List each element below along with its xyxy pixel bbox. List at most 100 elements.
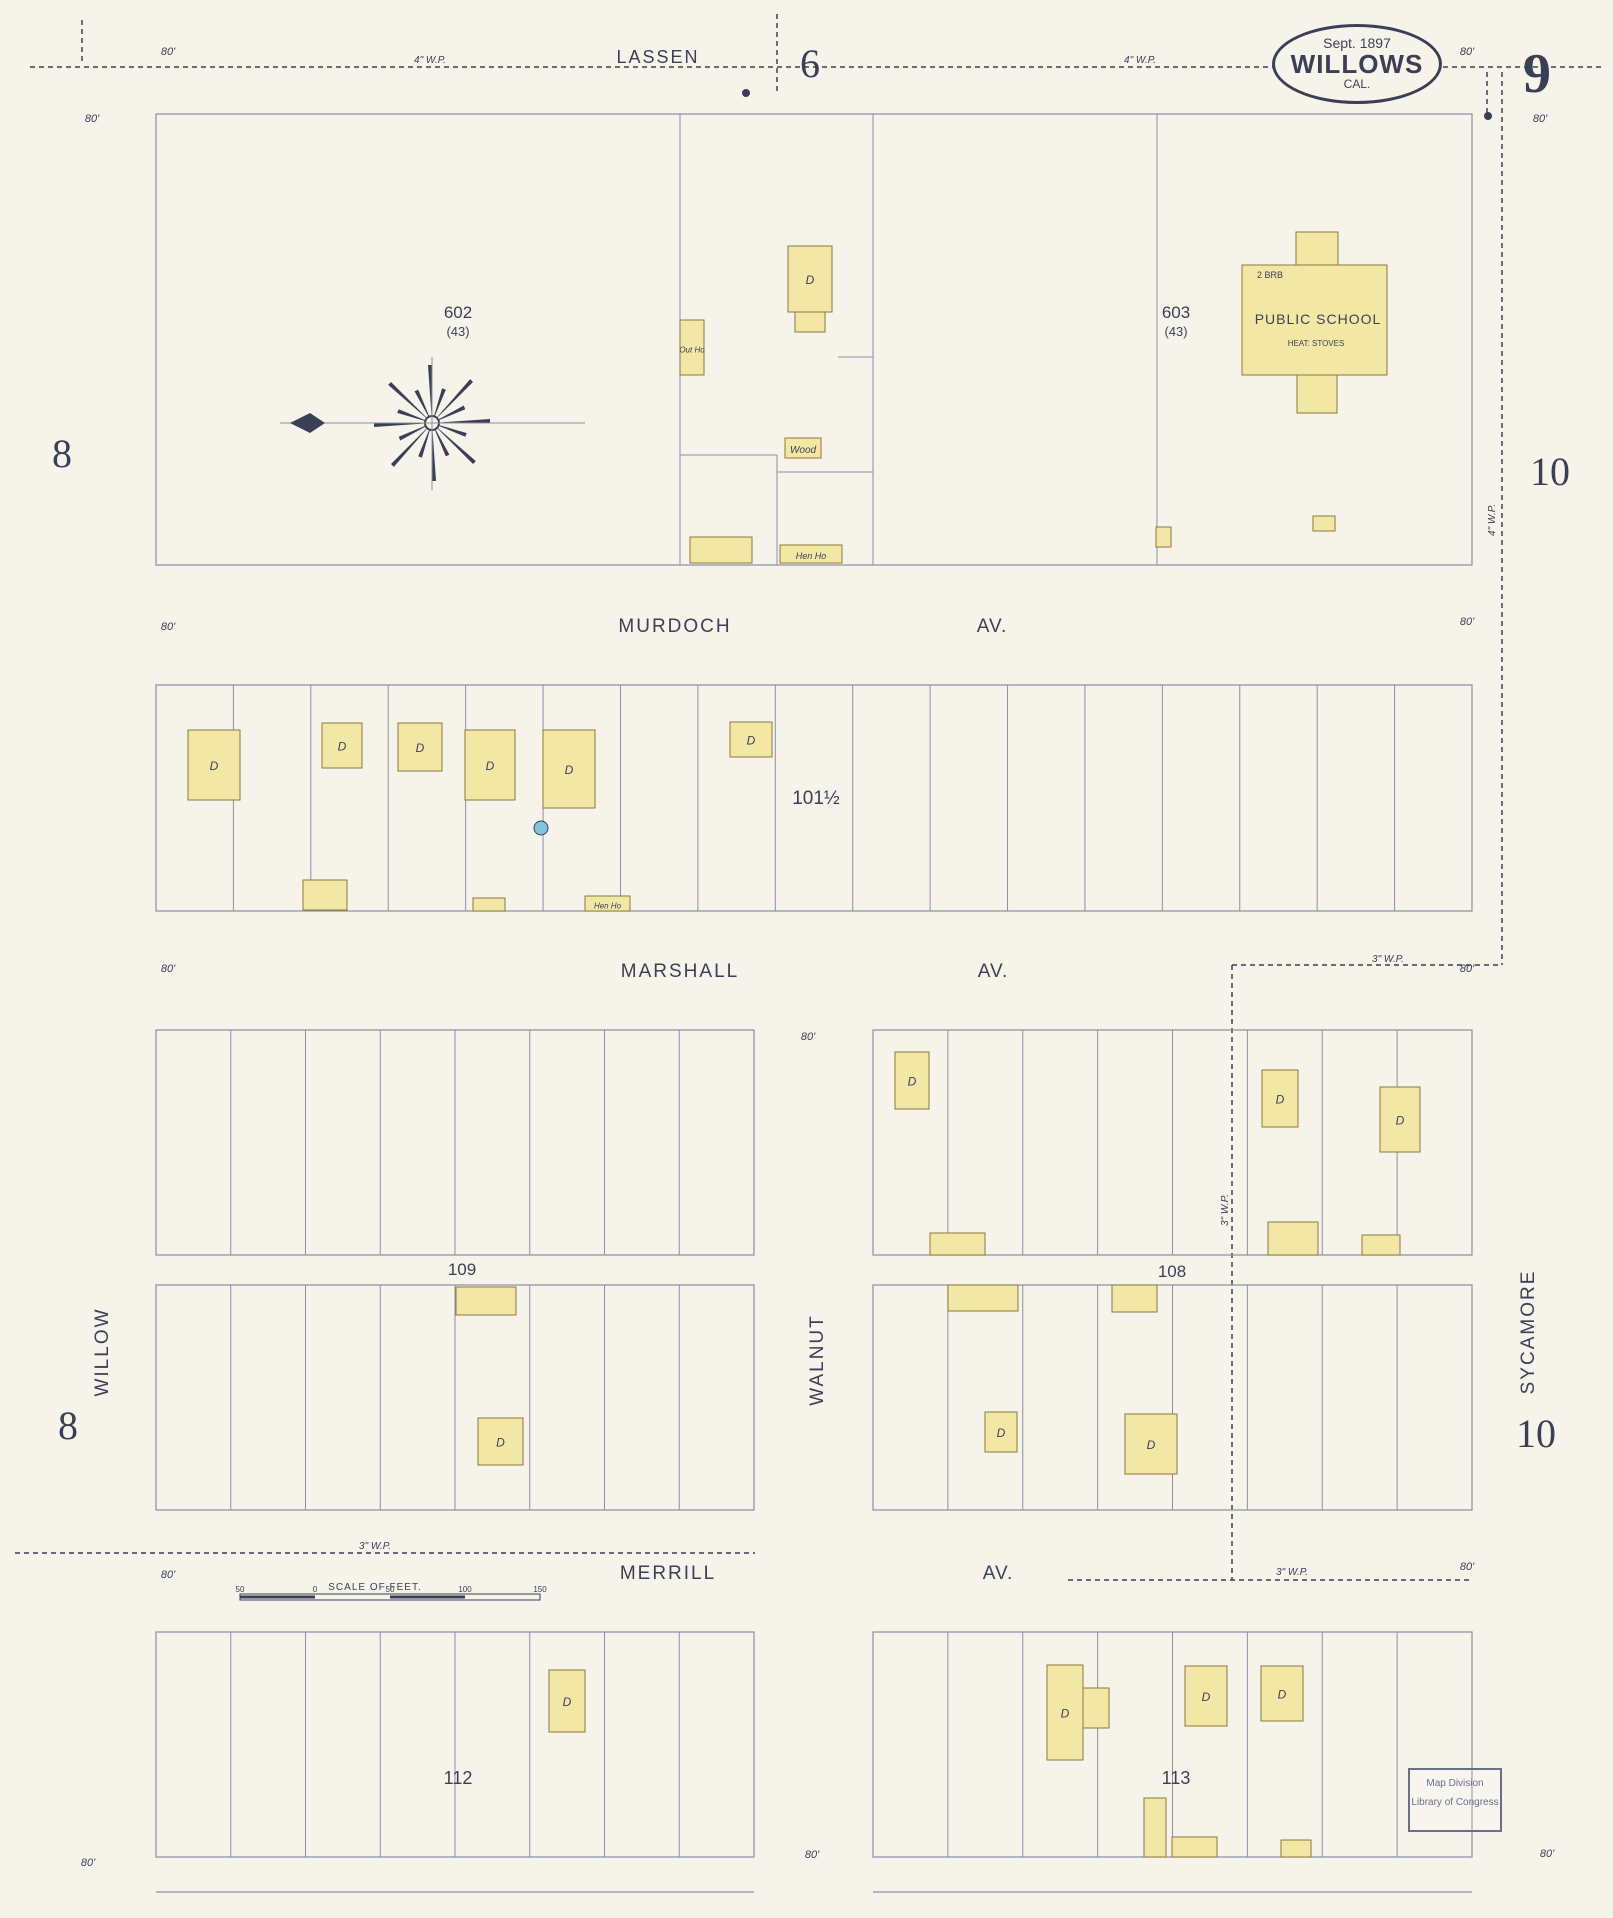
street-width-label: 80' bbox=[801, 1031, 816, 1043]
street-width-label: 80' bbox=[1460, 616, 1475, 628]
street-width-label: 80' bbox=[81, 1857, 96, 1869]
water-pipe-label: 4" W.P. bbox=[414, 55, 446, 66]
outbuilding bbox=[472, 897, 506, 912]
stable bbox=[929, 1232, 986, 1256]
compass-ray bbox=[418, 423, 432, 458]
public-school-heat: HEAT: STOVES bbox=[1288, 339, 1345, 348]
street-width-label: 80' bbox=[1460, 963, 1475, 975]
water-pipe-label: 3" W.P. bbox=[1220, 1194, 1231, 1226]
dwelling bbox=[477, 1417, 524, 1466]
street-label-sycamore: SYCAMORE bbox=[1518, 1270, 1539, 1395]
adjacent-sheet-top: 6 bbox=[800, 41, 820, 86]
library-stamp: Map Division Library of Congress bbox=[1408, 1768, 1502, 1832]
dwelling-label: D bbox=[1278, 1688, 1287, 1702]
dwelling bbox=[187, 729, 241, 801]
compass-ray bbox=[432, 419, 490, 423]
dwelling-label: D bbox=[747, 734, 756, 748]
stable bbox=[1111, 1284, 1158, 1313]
compass-ray bbox=[432, 405, 466, 423]
dwelling bbox=[548, 1669, 586, 1733]
scale-label: SCALE OF FEET. bbox=[328, 1582, 421, 1593]
compass-ray bbox=[414, 389, 432, 423]
block-number-101: 101½ bbox=[792, 788, 840, 809]
street-width-label: 80' bbox=[161, 46, 176, 58]
block-number-109: 109 bbox=[448, 1260, 476, 1279]
title-state: CAL. bbox=[1343, 77, 1371, 91]
dwelling-label: D bbox=[1202, 1690, 1211, 1704]
dwelling-wing bbox=[1082, 1687, 1110, 1729]
public-school-stories: 2 BRB bbox=[1257, 270, 1283, 280]
dwelling-label: D bbox=[806, 273, 815, 287]
dwelling bbox=[729, 721, 773, 758]
stable bbox=[1171, 1836, 1218, 1858]
block-number-603: 603 bbox=[1162, 303, 1190, 322]
adjacent-sheet-left-upper: 8 bbox=[52, 431, 72, 476]
hen-house-label: Hen Ho bbox=[796, 551, 827, 561]
street-label-av: AV. bbox=[978, 961, 1008, 982]
block-number-113: 113 bbox=[1162, 1768, 1191, 1788]
hen-house bbox=[584, 895, 631, 912]
compass-fleur-icon bbox=[290, 413, 325, 433]
dwelling-label: D bbox=[338, 740, 347, 754]
dwelling bbox=[1184, 1665, 1228, 1727]
stable bbox=[455, 1286, 517, 1316]
compass-ray bbox=[428, 365, 432, 423]
dwelling-label: D bbox=[486, 759, 495, 773]
adjacent-sheet-right-lower: 10 bbox=[1516, 1411, 1556, 1456]
stable bbox=[1267, 1221, 1319, 1256]
hen-house-label: Hen Ho bbox=[594, 902, 622, 911]
street-label-willow: WILLOW bbox=[92, 1307, 113, 1396]
public-school-entry bbox=[1296, 374, 1338, 414]
block-number-108: 108 bbox=[1158, 1262, 1186, 1281]
compass-ray bbox=[397, 409, 432, 423]
hen-house bbox=[779, 544, 843, 564]
library-stamp-line1: Map Division bbox=[1426, 1778, 1484, 1789]
public-school-tower bbox=[1295, 231, 1339, 266]
scale-tick-label: 50 bbox=[386, 1585, 395, 1594]
dwelling-label: D bbox=[565, 763, 574, 777]
compass-ray bbox=[432, 423, 476, 465]
street-label-walnut: WALNUT bbox=[807, 1314, 828, 1406]
scale-tick-label: 100 bbox=[458, 1585, 472, 1594]
library-stamp-line2: Library of Congress bbox=[1411, 1797, 1499, 1808]
water-pipe-label: 4" W.P. bbox=[1124, 55, 1156, 66]
block-602-603 bbox=[155, 113, 1473, 566]
water-pipe-label: 4" W.P. bbox=[1487, 504, 1498, 536]
dwelling-label: D bbox=[997, 1426, 1006, 1440]
scale-tick-label: 50 bbox=[236, 1585, 245, 1594]
dwelling-label: D bbox=[496, 1436, 505, 1450]
dwelling bbox=[1124, 1413, 1178, 1475]
water-pipe-label: 3" W.P. bbox=[1372, 954, 1404, 965]
compass-ray bbox=[432, 379, 474, 423]
adjacent-sheet-right-upper: 10 bbox=[1530, 449, 1570, 494]
public-school bbox=[1241, 264, 1388, 376]
dwelling-label: D bbox=[210, 759, 219, 773]
street-width-label: 80' bbox=[161, 963, 176, 975]
compass-ray bbox=[432, 423, 450, 457]
block-number-112: 112 bbox=[444, 1768, 473, 1788]
block-number-603-sub: (43) bbox=[1164, 324, 1187, 339]
out-house-label: Out Ho bbox=[679, 346, 705, 355]
compass-ray bbox=[398, 423, 432, 441]
street-width-label: 80' bbox=[1460, 1561, 1475, 1573]
compass-ray bbox=[432, 388, 446, 423]
title-stamp: Sept. 1897 WILLOWS CAL. bbox=[1272, 24, 1442, 104]
dwelling-label: D bbox=[1396, 1114, 1405, 1128]
street-label-av: AV. bbox=[977, 616, 1007, 637]
barn bbox=[689, 536, 753, 564]
street-width-label: 80' bbox=[85, 113, 100, 125]
block-number-602: 602 bbox=[444, 303, 472, 322]
title-date: Sept. 1897 bbox=[1323, 35, 1391, 51]
dwelling bbox=[542, 729, 596, 809]
dwelling-label: D bbox=[908, 1075, 917, 1089]
dwelling bbox=[1046, 1664, 1084, 1761]
compass-ray bbox=[432, 423, 436, 481]
water-tank-icon bbox=[533, 820, 549, 836]
dwelling-wing bbox=[794, 311, 826, 333]
stable bbox=[947, 1284, 1019, 1312]
dwelling bbox=[464, 729, 516, 801]
street-label-murdoch: MURDOCH bbox=[618, 616, 731, 637]
compass-ray bbox=[390, 423, 432, 467]
